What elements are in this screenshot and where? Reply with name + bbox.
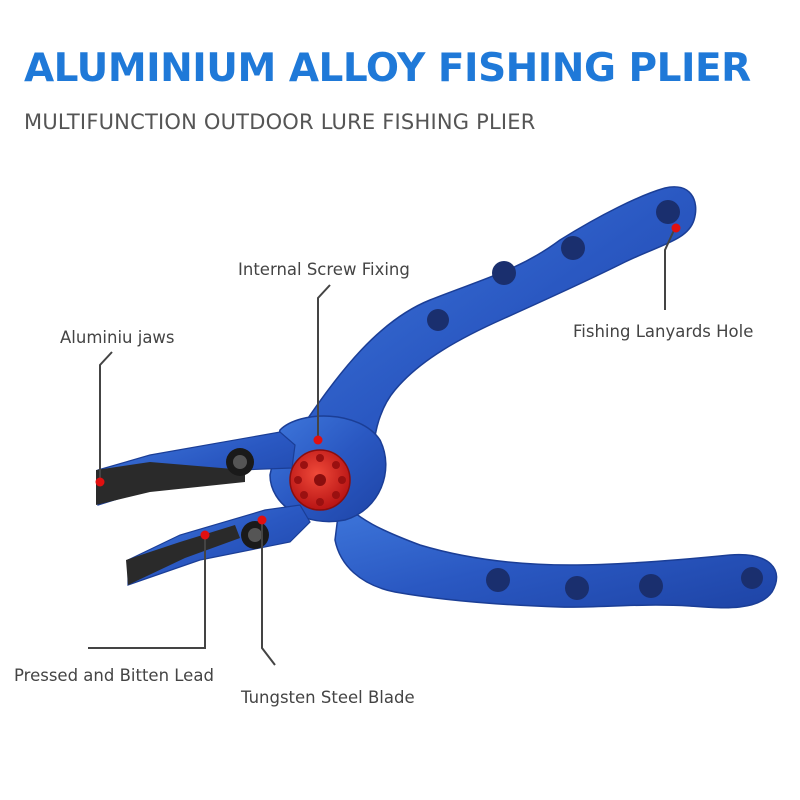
- lower-handle: [334, 498, 778, 609]
- upper-jaw-tip: [96, 462, 245, 505]
- callout-markers: [95, 223, 681, 540]
- callout-pressed-lead: Pressed and Bitten Lead: [14, 666, 214, 685]
- marker-lanyard-hole: [671, 223, 681, 233]
- upper-handle: [298, 186, 697, 472]
- callout-blade: Tungsten Steel Blade: [241, 688, 415, 707]
- callout-lanyard-hole: Fishing Lanyards Hole: [573, 322, 754, 341]
- marker-blade: [257, 515, 267, 525]
- lower-jaw-tip: [126, 525, 240, 585]
- marker-pressed-lead: [200, 530, 210, 540]
- page-subtitle: MULTIFUNCTION OUTDOOR LURE FISHING PLIER: [24, 110, 536, 134]
- callout-jaws: Aluminiu jaws: [60, 328, 175, 347]
- page-title: ALUMINIUM ALLOY FISHING PLIER: [24, 46, 751, 91]
- leader-lines: [88, 227, 676, 666]
- callout-internal-screw: Internal Screw Fixing: [238, 260, 410, 279]
- lower-handle-holes: [486, 567, 763, 600]
- marker-jaws: [95, 477, 105, 487]
- upper-handle-holes: [427, 200, 680, 331]
- marker-internal-screw: [313, 435, 323, 445]
